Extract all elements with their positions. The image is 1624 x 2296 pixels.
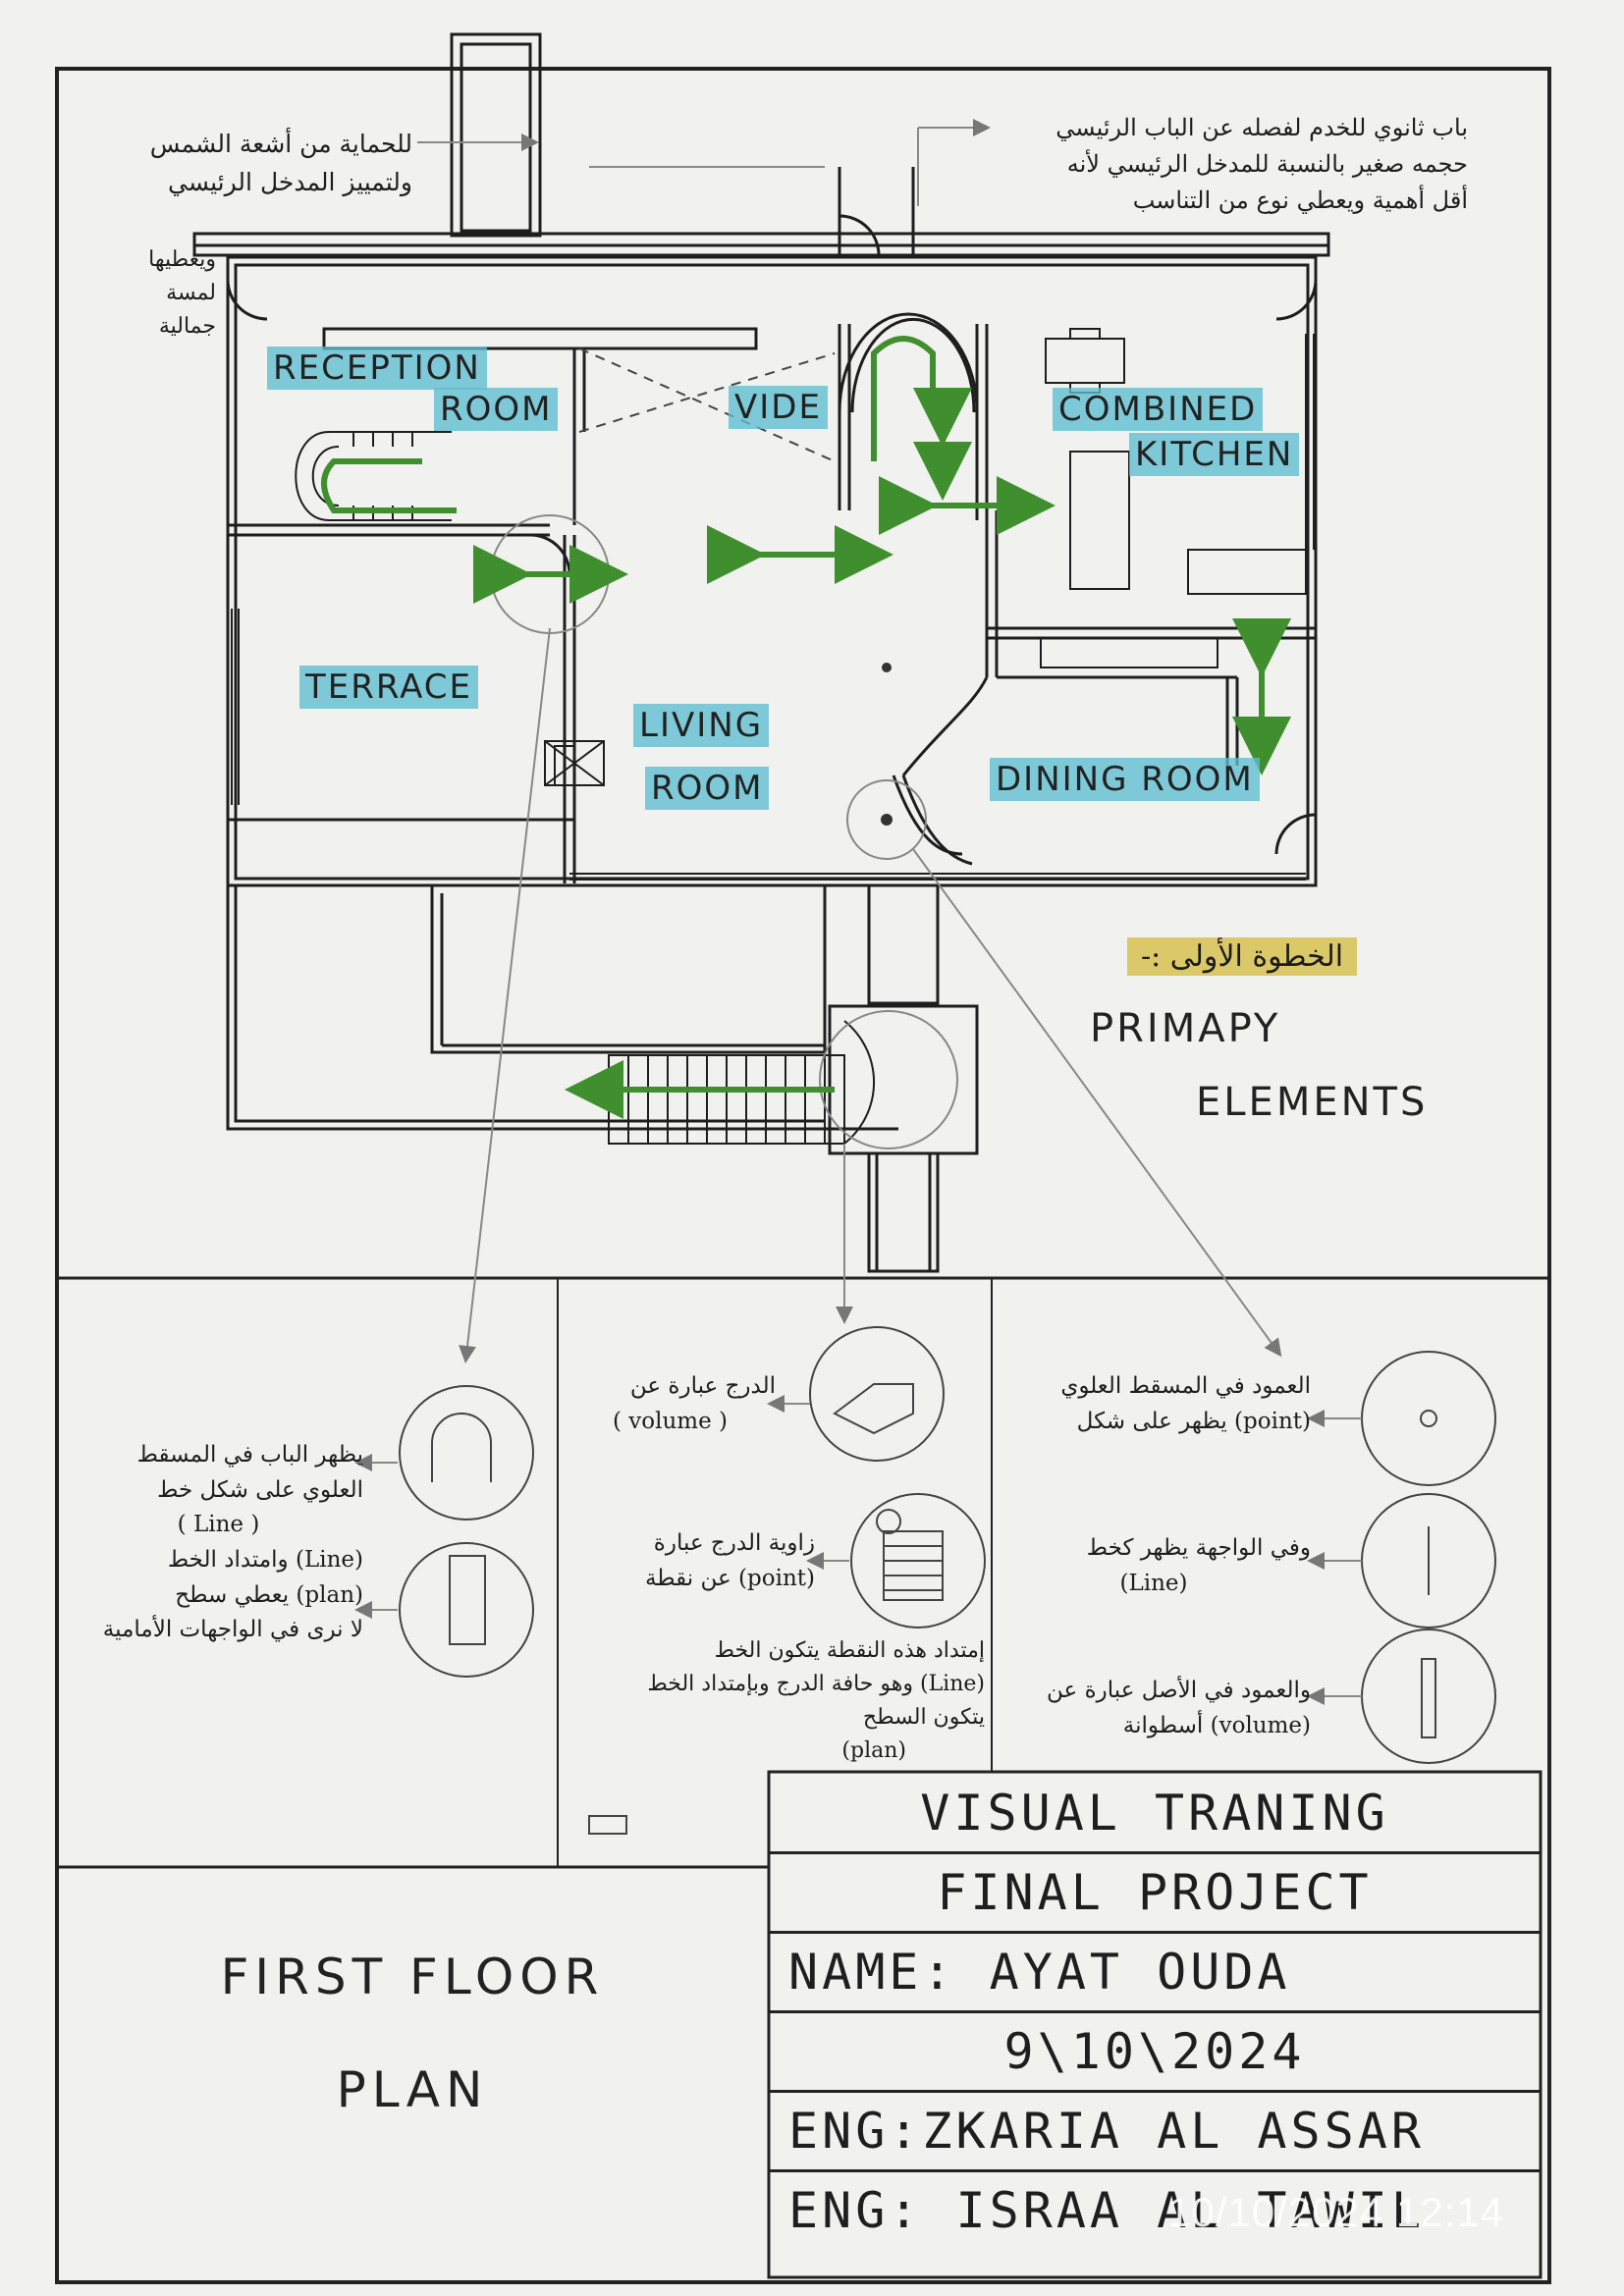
note-tr-line1: باب ثانوي للخدم لفصله عن الباب الرئيسي bbox=[1056, 114, 1468, 141]
note-top-left-2: ويعطيها لمسة جمالية bbox=[118, 243, 216, 344]
step-one-label: الخطوة الأولى :- bbox=[1127, 937, 1358, 976]
living-room-label-2: ROOM bbox=[645, 767, 770, 810]
note-tl-line5: جمالية bbox=[158, 314, 216, 340]
stair-line6: (Line) وهو حافة الدرج وبإمتداد الخط bbox=[647, 1672, 985, 1697]
note-tl-line4: لمسة bbox=[166, 281, 216, 306]
kitchen-label: KITCHEN bbox=[1129, 433, 1300, 476]
floor-title-line1: FIRST FLOOR bbox=[220, 1949, 605, 2005]
reception-room-label-2: ROOM bbox=[434, 388, 559, 431]
title-block-name: NAME: AYAT OUDA bbox=[788, 1944, 1291, 2001]
door-line5: (plan) يعطي سطح bbox=[175, 1581, 363, 1608]
note-tr-line2: حجمه صغير بالنسبة للمدخل الرئيسي لأنه bbox=[1066, 150, 1468, 179]
stair-line8: (plan) bbox=[841, 1738, 906, 1764]
door-line3: ( Line ) bbox=[177, 1512, 260, 1538]
photo-timestamp: 10/10/2024 12:14 bbox=[1167, 2189, 1504, 2235]
title-block-row-5: ENG:ZKARIA AL ASSAR bbox=[769, 2093, 1541, 2172]
elements-label: ELEMENTS bbox=[1196, 1080, 1429, 1125]
panel-door-text: يظهر الباب في المسقط العلوي على شكل خط (… bbox=[74, 1438, 363, 1648]
terrace-label: TERRACE bbox=[299, 666, 479, 709]
panel-icons bbox=[399, 1326, 1496, 1835]
column-point bbox=[881, 814, 893, 826]
title-block-date: 9\10\2024 bbox=[1003, 2023, 1306, 2080]
label-dining: DINING ROOM bbox=[990, 758, 1260, 801]
stair-line3: زاوية الدرج عبارة bbox=[653, 1530, 815, 1556]
note-tl-line1: للحماية من أشعة الشمس bbox=[149, 130, 412, 158]
panel-stair-text-mid: زاوية الدرج عبارة (point) عن نقطة bbox=[565, 1526, 815, 1596]
label-living: LIVING bbox=[633, 704, 770, 747]
panel-stair-text-top: الدرج عبارة عن ( volume ) bbox=[565, 1369, 776, 1439]
column-line6: (volume) أسطوانة bbox=[1122, 1712, 1311, 1738]
living-label: LIVING bbox=[633, 704, 770, 747]
plan-windows bbox=[231, 334, 1315, 881]
entrance-stair bbox=[608, 1020, 876, 1145]
door-line1: يظهر الباب في المسقط bbox=[136, 1442, 363, 1468]
reception-stair bbox=[295, 431, 452, 521]
stair-line4: (point) عن نقطة bbox=[644, 1565, 815, 1591]
label-room: ROOM bbox=[434, 388, 559, 431]
leader-arrows bbox=[417, 128, 1282, 1363]
column-line5: والعمود في الأصل عبارة عن bbox=[1047, 1678, 1311, 1703]
floor-title-line2: PLAN bbox=[336, 2061, 489, 2118]
label-terrace: TERRACE bbox=[299, 666, 479, 709]
door-line6: لا نرى في الواجهات الأمامية bbox=[102, 1617, 363, 1643]
title-block-row-3: NAME: AYAT OUDA bbox=[769, 1934, 1541, 2013]
title-block-row-4: 9\10\2024 bbox=[769, 2013, 1541, 2093]
stair-line5: إمتداد هذه النقطة يتكون الخط bbox=[714, 1638, 985, 1663]
panel-pointers bbox=[354, 1395, 1362, 1705]
vide-void bbox=[578, 347, 836, 462]
note-top-left: للحماية من أشعة الشمس ولتمييز المدخل الر… bbox=[98, 126, 412, 202]
stair-line1: الدرج عبارة عن bbox=[629, 1373, 776, 1399]
primary-label: PRIMAPY bbox=[1090, 1006, 1281, 1051]
title-block-project: FINAL PROJECT bbox=[937, 1864, 1373, 1921]
note-tl-line3: ويعطيها bbox=[148, 247, 216, 272]
plan-walls bbox=[192, 32, 1330, 1273]
note-tl-line2: ولتمييز المدخل الرئيسي bbox=[168, 167, 412, 196]
combined-label: COMBINED bbox=[1053, 388, 1264, 431]
column-line4: (Line) bbox=[1119, 1570, 1188, 1596]
dining-label: DINING ROOM bbox=[990, 758, 1260, 801]
column-line3: وفي الواجهة يظهر كخط bbox=[1086, 1535, 1311, 1561]
label-combined: COMBINED bbox=[1053, 388, 1264, 431]
door-line4: (Line) وامتداد الخط bbox=[167, 1546, 363, 1573]
circulation-arrows bbox=[321, 336, 1291, 1119]
label-living-room: ROOM bbox=[645, 767, 770, 810]
door-line2: العلوي على شكل خط bbox=[157, 1476, 363, 1503]
panel-column-text-1: العمود في المسقط العلوي (point) يظهر على… bbox=[997, 1369, 1311, 1439]
column-line2: (point) يظهر على شكل bbox=[1076, 1408, 1311, 1434]
panel-stair-text-bottom: إمتداد هذه النقطة يتكون الخط (Line) وهو … bbox=[568, 1634, 985, 1768]
title-block-row-2: FINAL PROJECT bbox=[769, 1854, 1541, 1934]
stair-line2: ( volume ) bbox=[612, 1408, 729, 1434]
column-line1: العمود في المسقط العلوي bbox=[1060, 1373, 1311, 1399]
label-vide: VIDE bbox=[729, 386, 828, 429]
living-point bbox=[882, 663, 892, 672]
title-block-row-6: ENG: ISRAA AL TAWIL bbox=[769, 2172, 1541, 2249]
title-block-course: VISUAL TRANING bbox=[920, 1785, 1389, 1842]
kitchen-furniture bbox=[544, 328, 1307, 786]
title-block-eng-1: ENG:ZKARIA AL ASSAR bbox=[788, 2103, 1425, 2160]
label-reception: RECEPTION bbox=[267, 347, 487, 390]
panel-column-text-3: والعمود في الأصل عبارة عن (volume) أسطوا… bbox=[997, 1674, 1311, 1743]
panel-column-text-2: وفي الواجهة يظهر كخط (Line) bbox=[997, 1531, 1311, 1601]
label-kitchen: KITCHEN bbox=[1129, 433, 1300, 476]
title-block-row-1: VISUAL TRANING bbox=[769, 1775, 1541, 1854]
reception-room-label: RECEPTION bbox=[267, 347, 487, 390]
title-block-eng-2: ENG: ISRAA AL TAWIL bbox=[788, 2182, 1425, 2239]
note-tr-line3: أقل أهمية ويعطي نوع من التناسب bbox=[1132, 187, 1468, 215]
note-top-right: باب ثانوي للخدم لفصله عن الباب الرئيسي ح… bbox=[933, 110, 1468, 220]
sheet-border bbox=[55, 67, 1551, 2284]
stair-line7: يتكون السطح bbox=[862, 1705, 985, 1731]
vide-label: VIDE bbox=[729, 386, 828, 429]
